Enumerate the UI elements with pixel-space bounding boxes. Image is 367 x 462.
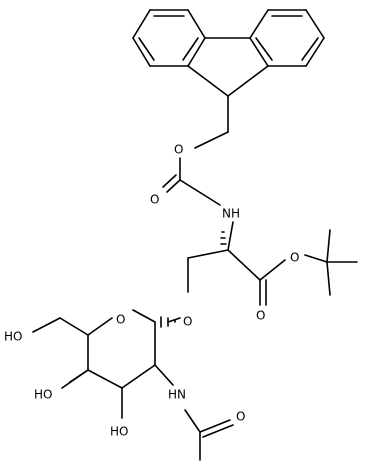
bond — [132, 37, 151, 67]
bond — [87, 369, 123, 389]
bond — [305, 9, 325, 39]
bond — [202, 424, 234, 438]
atom-label-ho: HO — [4, 330, 22, 344]
bond — [304, 254, 328, 263]
atom-label-o: O — [174, 143, 183, 157]
bond — [187, 37, 206, 67]
bond — [182, 37, 199, 61]
bond — [187, 65, 229, 97]
atom-label-nh: NH — [222, 207, 240, 221]
bond — [199, 419, 231, 433]
bond — [132, 9, 151, 39]
bond — [179, 179, 221, 206]
atom-label-o: O — [150, 193, 159, 207]
bond — [194, 131, 229, 149]
bond — [121, 364, 156, 389]
bond — [187, 249, 229, 259]
bond — [255, 37, 273, 61]
bond — [227, 65, 269, 97]
carbamate-group — [162, 95, 234, 251]
bond — [167, 317, 181, 323]
bond — [326, 229, 331, 263]
serine-backbone — [187, 229, 358, 306]
atom-label-ho: HO — [110, 425, 128, 439]
atom-label-o: O — [116, 313, 125, 327]
bond — [326, 261, 331, 296]
atom-label-o: O — [256, 309, 265, 323]
bond — [227, 249, 261, 281]
bond — [87, 317, 113, 336]
bond — [132, 309, 156, 323]
bond — [305, 37, 325, 67]
bond — [166, 179, 181, 193]
atom-label-hn: HN — [168, 388, 186, 402]
bond — [301, 37, 319, 61]
bond — [138, 37, 155, 61]
bond — [184, 409, 201, 433]
bond — [59, 317, 89, 336]
bond — [162, 174, 177, 188]
bond — [249, 37, 269, 67]
atom-label-o: O — [183, 315, 192, 329]
bond — [227, 221, 234, 251]
bond — [259, 259, 286, 281]
atom-label-o: O — [290, 251, 299, 265]
bond — [187, 9, 206, 39]
bond — [69, 369, 89, 383]
fluorene-group — [132, 9, 325, 97]
atom-label-o: O — [236, 410, 245, 424]
bond — [154, 364, 174, 386]
bond — [249, 9, 269, 39]
bond — [32, 317, 61, 333]
atom-label-ho: HO — [34, 388, 52, 402]
sugar-ring — [32, 309, 234, 461]
